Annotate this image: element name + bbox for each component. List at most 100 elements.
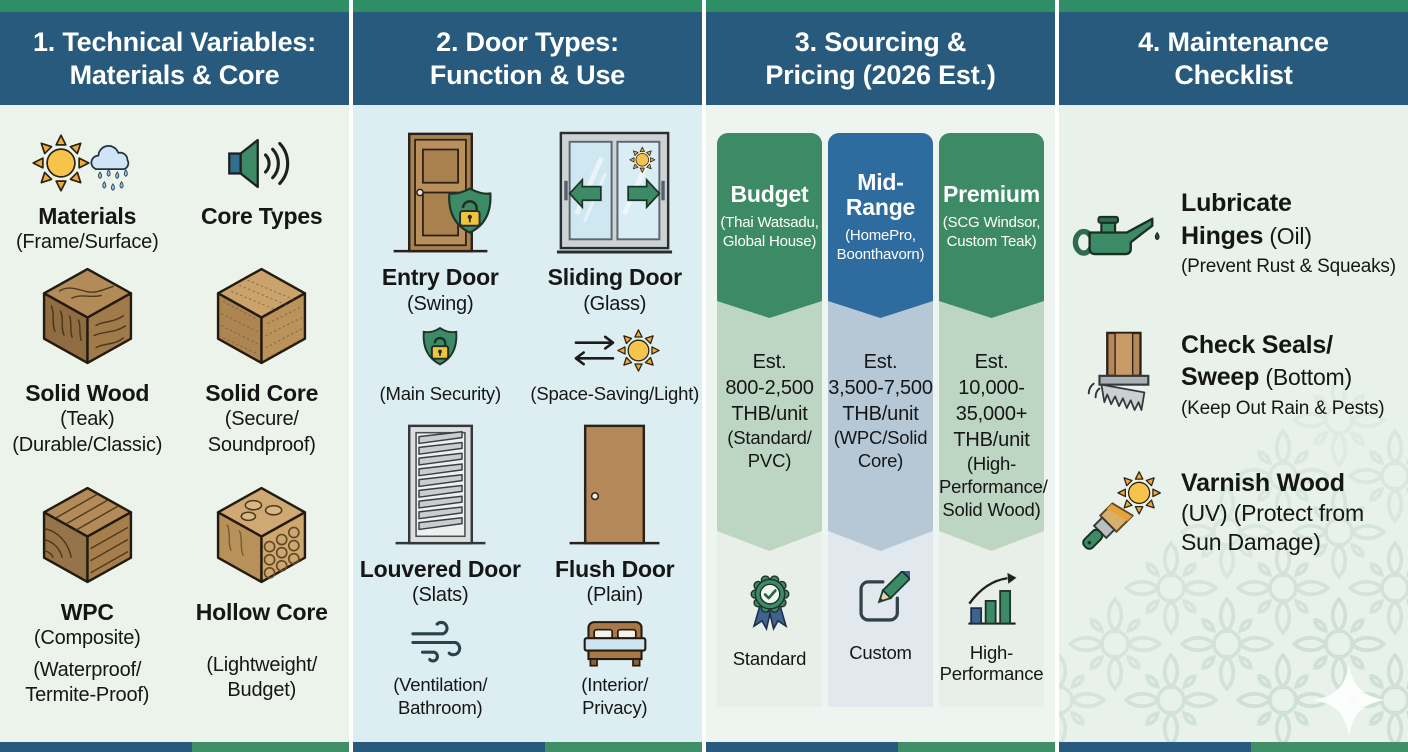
column2-title-line1: 2. Door Types:	[436, 26, 619, 57]
column4-header: 4. Maintenance Checklist	[1059, 12, 1408, 105]
seals-line2: Sweep (Bottom)	[1181, 363, 1352, 392]
wpc-cube-icon	[37, 484, 138, 585]
wpc-label: WPC	[60, 598, 114, 625]
budget-name: Budget	[730, 181, 809, 208]
louvered-door-note1: (Ventilation/	[393, 674, 488, 696]
solid-core-label: Solid Core	[205, 380, 319, 407]
premium-name: Premium	[942, 181, 1041, 208]
sliding-door-item: Sliding Door (Glass) (Space-Saving/Light…	[528, 128, 703, 405]
solid-wood-label: Solid Wood	[25, 380, 150, 407]
entry-door-item: Entry Door (Swing) (Main Security)	[353, 128, 528, 405]
midrange-vendors-line1: (HomePro,	[845, 227, 916, 244]
varnish-line1: Varnish Wood	[1181, 468, 1345, 497]
solid-core-sub2: Soundproof)	[207, 433, 316, 456]
budget-tag: Standard	[732, 648, 807, 669]
louvered-door-note2: Bathroom)	[397, 697, 483, 719]
swap-arrows-sun-icon	[570, 328, 660, 373]
flush-door-note1: (Interior/	[581, 674, 649, 696]
solid-core-sub1: (Secure/	[224, 408, 299, 431]
lubricate-line1: Lubricate	[1181, 189, 1292, 217]
seals-line1: Check Seals/	[1181, 330, 1333, 359]
pricing-tier-premium: Premium (SCG Windsor, Custom Teak) Est. …	[939, 133, 1048, 707]
column2-body: Entry Door (Swing) (Main Security) Slidi…	[353, 105, 702, 742]
sliding-door-sub: (Glass)	[583, 292, 647, 315]
column-technical-variables: 1. Technical Variables: Materials & Core…	[0, 0, 349, 752]
louvered-door-sub: (Slats)	[412, 584, 469, 607]
varnish-brush-sun-icon	[1073, 467, 1165, 559]
column-door-types: 2. Door Types: Function & Use Entry Door…	[353, 0, 702, 752]
premium-feature: High-Performance	[939, 531, 1044, 707]
hollow-core-sub2: Budget)	[227, 679, 297, 702]
column4-body: Lubricate Hinges (Oil) (Prevent Rust & S…	[1059, 105, 1408, 742]
top-accent-bar	[0, 0, 349, 12]
materials-item: Materials (Frame/Surface)	[0, 129, 175, 255]
maintenance-item-lubricate: Lubricate Hinges (Oil) (Prevent Rust & S…	[1059, 187, 1408, 279]
wind-icon	[409, 620, 471, 665]
premium-vendors-line1: (SCG Windsor,	[942, 214, 1041, 232]
column2-title-line2: Function & Use	[429, 59, 626, 90]
hollow-core-label: Hollow Core	[195, 598, 328, 625]
varnish-line3: Sun Damage)	[1181, 529, 1321, 556]
maintenance-item-varnish: Varnish Wood (UV) (Protect from Sun Dama…	[1059, 467, 1408, 559]
column3-header: 3. Sourcing & Pricing (2026 Est.)	[706, 12, 1055, 105]
lubricate-note: (Prevent Rust & Squeaks)	[1181, 256, 1396, 277]
midrange-name: Mid-Range	[845, 168, 916, 221]
wpc-sub2: (Waterproof/	[33, 659, 142, 682]
premium-price-panel: Est. 10,000- 35,000+ THB/unit (High- Per…	[939, 301, 1048, 551]
entry-door-icon	[381, 128, 500, 257]
bottom-accent-bar	[706, 742, 1055, 752]
column3-title-line2: Pricing (2026 Est.)	[765, 59, 996, 90]
entry-door-note: (Main Security)	[379, 382, 502, 404]
midrange-price-panel: Est. 3,500-7,500 THB/unit (WPC/Solid Cor…	[828, 301, 933, 551]
flush-door-note2: Privacy)	[582, 697, 648, 719]
sliding-door-icon	[555, 128, 674, 257]
solid-wood-item: Solid Wood (Teak) (Durable/Classic)	[0, 265, 175, 458]
seals-note: (Keep Out Rain & Pests)	[1181, 397, 1385, 419]
column-maintenance-checklist: 4. Maintenance Checklist	[1059, 0, 1408, 752]
entry-door-sub: (Swing)	[407, 292, 474, 315]
growth-chart-icon	[963, 571, 1021, 629]
wpc-item: WPC (Composite) (Waterproof/ Termite-Pro…	[0, 484, 175, 709]
budget-vendors-line1: (Thai Watsadu,	[720, 214, 819, 232]
custom-pencil-icon	[852, 571, 910, 629]
wpc-sub1: (Composite)	[33, 626, 141, 649]
budget-header: Budget (Thai Watsadu, Global House)	[717, 133, 822, 318]
louvered-door-label: Louvered Door	[359, 555, 521, 582]
column2-header: 2. Door Types: Function & Use	[353, 12, 702, 105]
midrange-header: Mid-Range (HomePro, Boonthavorn)	[828, 133, 933, 318]
sun-icon	[32, 134, 90, 192]
speaker-icon	[225, 135, 299, 192]
sliding-door-note: (Space-Saving/Light)	[530, 382, 700, 404]
midrange-vendors-line2: Boonthavorn)	[836, 245, 925, 263]
top-accent-bar	[1059, 0, 1408, 12]
solid-core-cube-icon	[211, 265, 312, 366]
bottom-accent-bar	[1059, 742, 1408, 752]
security-shield-icon	[417, 326, 463, 376]
maintenance-item-seals: Check Seals/ Sweep (Bottom) (Keep Out Ra…	[1059, 329, 1408, 421]
sliding-door-label: Sliding Door	[547, 264, 683, 290]
lubricate-line2: Hinges (Oil)	[1181, 221, 1312, 250]
column4-title-line1: 4. Maintenance	[1138, 26, 1329, 57]
materials-sub: (Frame/Surface)	[15, 231, 159, 254]
ribbon-badge-icon	[743, 571, 797, 635]
midrange-feature: Custom	[828, 531, 933, 707]
premium-vendors-line2: Custom Teak)	[946, 232, 1037, 250]
column-sourcing-pricing: 3. Sourcing & Pricing (2026 Est.) Budget…	[706, 0, 1055, 752]
varnish-line2: (UV) (Protect from	[1181, 500, 1364, 526]
door-sweep-icon	[1078, 329, 1160, 411]
solid-core-item: Solid Core (Secure/ Soundproof)	[175, 265, 350, 458]
bed-icon	[579, 616, 651, 668]
louvered-door-item: Louvered Door (Slats) (Ventilation/ Bath…	[353, 420, 528, 720]
top-accent-bar	[353, 0, 702, 12]
top-accent-bar	[706, 0, 1055, 12]
solid-wood-sub1: (Teak)	[60, 408, 115, 431]
hollow-core-cube-icon	[211, 484, 312, 585]
flush-door-sub: (Plain)	[586, 584, 644, 607]
louvered-door-icon	[381, 420, 500, 549]
bottom-accent-bar	[353, 742, 702, 752]
premium-tag: High-Performance	[939, 642, 1044, 685]
column3-title-line1: 3. Sourcing &	[794, 26, 967, 57]
column3-body: Budget (Thai Watsadu, Global House) Est.…	[706, 105, 1055, 742]
entry-door-label: Entry Door	[381, 264, 499, 290]
